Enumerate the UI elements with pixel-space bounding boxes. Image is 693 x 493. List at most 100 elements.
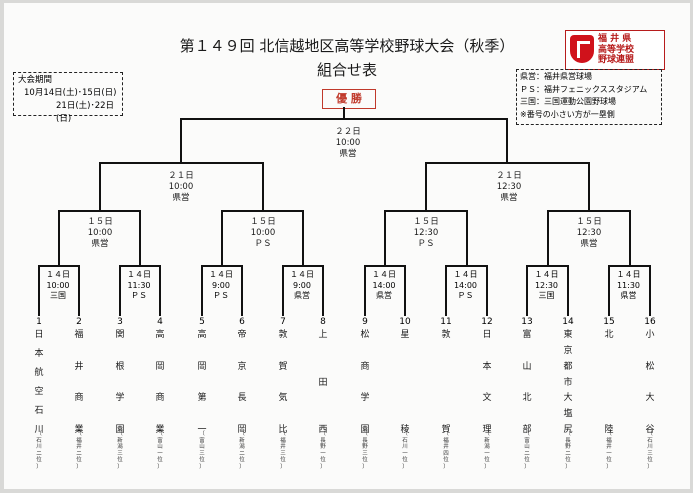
bracket-line: [587, 162, 590, 210]
team-number: 10: [399, 317, 411, 327]
bracket-line: [364, 265, 366, 316]
bracket-line: [649, 265, 651, 316]
first-round-venue: 三国: [538, 291, 555, 300]
team-name: 関根学園: [115, 330, 125, 435]
bracket-line: [302, 210, 304, 265]
team-seed: （新潟三位）: [117, 431, 123, 470]
first-round-venue: 県営: [294, 291, 310, 300]
bracket-line: [282, 265, 324, 267]
bracket-line: [486, 265, 488, 316]
first-round-time: 9:00: [293, 280, 311, 290]
team-number: 2: [76, 317, 82, 327]
page-subtitle: 組合せ表: [316, 61, 377, 79]
bracket-line: [404, 265, 406, 316]
team-name: 敦賀: [441, 330, 451, 435]
federation-logo: 福 井 県高等学校野球連盟: [565, 30, 665, 70]
team-name: 帝京長岡: [237, 330, 247, 435]
first-round-time: 10:00: [46, 280, 70, 290]
bracket-line: [567, 265, 569, 316]
federation-logo-text: 福 井 県高等学校野球連盟: [598, 34, 635, 65]
bracket-line: [546, 210, 631, 212]
team-number: 15: [603, 317, 615, 327]
first-round-venue: ＰＳ: [131, 291, 147, 300]
first-round-date: １４日: [46, 270, 70, 279]
first-round-date: １４日: [209, 270, 233, 279]
bracket-line: [282, 265, 284, 316]
team-name: 日本航空石川: [34, 330, 44, 435]
first-round-venue: ＰＳ: [213, 291, 229, 300]
team-seed: （新潟二位）: [239, 431, 245, 470]
bracket-line: [546, 210, 549, 265]
team-name: 北陸: [604, 330, 614, 435]
first-round-time: 9:00: [212, 280, 230, 290]
bracket-line: [58, 210, 141, 212]
bracket-line: [628, 210, 631, 265]
bracket-line: [241, 265, 243, 316]
team-number: 9: [362, 317, 368, 327]
bracket-line: [201, 265, 243, 267]
first-round-time: 12:30: [534, 280, 559, 290]
page-title: 第１４９回 北信越地区高等学校野球大会（秋季）: [179, 37, 515, 55]
team-seed: （長野三位）: [362, 431, 368, 470]
bracket-line: [506, 118, 509, 162]
team-number: 14: [562, 317, 574, 327]
team-number: 1: [36, 317, 42, 327]
bracket-line: [201, 265, 203, 316]
venue-line: ＰＳ：福井フェニックススタジアム: [520, 84, 648, 94]
team-name: 日本文理: [482, 330, 492, 435]
team-seed: （石川一位）: [402, 431, 408, 470]
bracket-line: [119, 265, 121, 316]
bracket-line: [424, 162, 427, 210]
period-line2: 21日(土)･22日(日): [56, 101, 115, 124]
team-name: 松商学園: [360, 330, 370, 435]
team-number: 5: [199, 317, 205, 327]
team-number: 3: [117, 317, 123, 327]
team-name: 上田西: [318, 330, 328, 435]
team-seed: （福井一位）: [606, 431, 612, 470]
first-round-date: １４日: [534, 270, 559, 279]
bracket-line: [445, 265, 447, 316]
first-round-date: １４日: [616, 270, 641, 279]
team-number: 6: [239, 317, 245, 327]
bracket-line: [38, 265, 80, 267]
team-number: 12: [481, 317, 493, 327]
bracket-line: [261, 162, 264, 210]
team-seed: （石川三位）: [647, 431, 653, 470]
team-seed: （長野二位）: [565, 431, 571, 470]
bracket-line: [139, 210, 141, 265]
team-seed: （福井二位）: [76, 431, 82, 470]
first-round-time: 11:30: [127, 280, 151, 290]
tournament-sheet: 第１４９回 北信越地区高等学校野球大会（秋季） 組合せ表 福 井 県高等学校野球…: [4, 3, 690, 489]
bracket-line: [364, 265, 406, 267]
team-name: 福井商業: [74, 330, 84, 435]
first-round-date: １４日: [453, 270, 478, 279]
first-round-venue: 県営: [620, 291, 637, 300]
first-round-date: １４日: [290, 270, 314, 279]
bracket-line: [465, 210, 468, 265]
bracket-line: [608, 265, 651, 267]
first-round-date: １４日: [372, 270, 396, 279]
first-round-date: １４日: [127, 270, 151, 279]
bracket-line: [424, 162, 590, 164]
bracket-line: [384, 210, 468, 212]
team-name: 敦賀気比: [278, 330, 288, 435]
champion-label: 優 勝: [322, 89, 376, 109]
bracket-line: [98, 162, 101, 210]
bracket-line: [38, 265, 40, 316]
team-name: 高岡商業: [155, 330, 165, 435]
team-number: 11: [440, 317, 452, 327]
team-seed: （新潟一位）: [484, 431, 490, 470]
bracket-line: [180, 118, 182, 162]
period-label: 大会期間: [18, 75, 53, 85]
team-number: 16: [644, 317, 656, 327]
team-seed: （長野一位）: [320, 431, 326, 470]
